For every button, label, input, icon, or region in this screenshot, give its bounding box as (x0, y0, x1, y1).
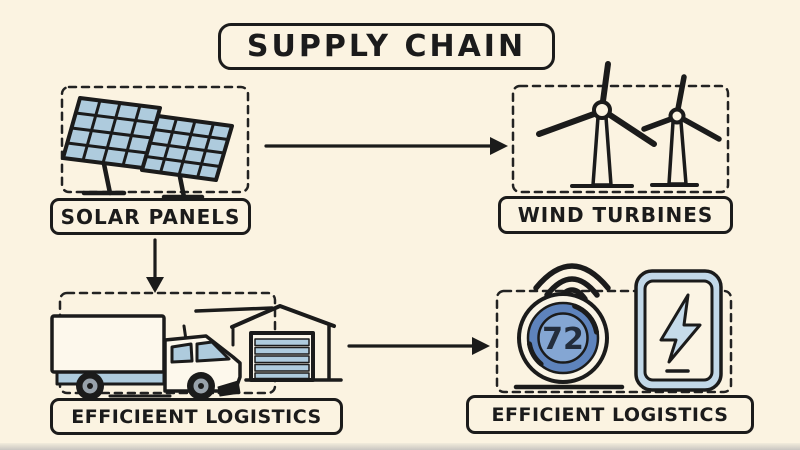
bottom-edge-strip (0, 443, 800, 450)
smart-devices-label-text: EFFICIENT LOGISTICS (491, 403, 729, 426)
truck-front-wheel (187, 372, 215, 400)
truck-rear-wheel (76, 372, 104, 400)
smart-group-frame (495, 289, 733, 394)
wind-turbines-label: WIND TURBINES (498, 196, 733, 234)
wind-turbines-label-text: WIND TURBINES (517, 203, 714, 227)
solar-panels-icon (61, 96, 234, 200)
solar-panels-label: SOLAR PANELS (50, 198, 251, 235)
smart-devices-label: EFFICIENT LOGISTICS (466, 395, 754, 434)
arrow-solar-to-logistics (146, 238, 164, 293)
arrow-logistics-to-smart (347, 337, 490, 355)
arrow-solar-to-wind (264, 137, 508, 155)
warehouse-icon (194, 304, 343, 382)
logistics-label: EFFICIEENT LOGISTICS (50, 398, 343, 435)
logistics-label-text: EFFICIEENT LOGISTICS (71, 405, 322, 428)
title-text: SUPPLY CHAIN (246, 29, 527, 64)
solar-group-frame (60, 85, 250, 194)
wind-turbines-icon (536, 61, 722, 188)
wind-group-frame (511, 84, 730, 194)
truck-icon (50, 314, 242, 400)
title-badge: SUPPLY CHAIN (218, 23, 555, 70)
thermostat-icon: 72 (513, 292, 625, 390)
thermostat-reading: 72 (542, 322, 584, 357)
smartphone-icon (634, 269, 723, 392)
lightning-bolt-icon (659, 293, 702, 364)
solar-panels-label-text: SOLAR PANELS (60, 204, 241, 229)
